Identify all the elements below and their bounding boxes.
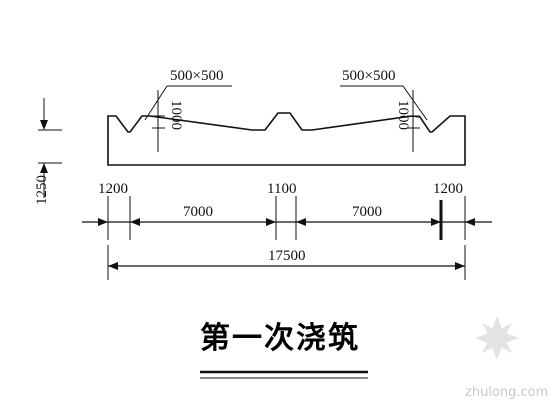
arrowhead [130,218,140,226]
chamfer-label-left: 500×500 [170,68,223,84]
vertical-dimension: 1250 [34,98,62,205]
arrowhead [98,218,108,226]
leader-line [402,85,428,121]
chamfer-label-right: 500×500 [342,68,395,84]
dim-seg3: 1100 [267,181,296,197]
title-text: 第一次浇筑 [200,321,360,356]
right-chamfer-callout: 500×500 1000 [340,68,428,152]
dim-seg2: 7000 [183,204,213,220]
arrowhead [266,218,276,226]
dimension-chain: 1200 7000 1100 7000 1200 [82,181,492,240]
arrowhead [431,218,441,226]
leader-line [144,85,168,121]
arrowhead [465,218,475,226]
watermark: zhulong.com [465,316,548,400]
arrowhead [40,163,48,173]
height-label-left: 1000 [168,100,184,130]
overall-dimension: 17500 [107,245,466,280]
watermark-text: zhulong.com [465,385,548,400]
drawing-title: 第一次浇筑 [200,321,368,379]
dim-seg5: 1200 [433,181,463,197]
dim-seg4: 7000 [352,204,382,220]
section-outline [107,112,466,166]
dim-total: 17500 [268,248,306,264]
dim-seg1: 1200 [98,181,128,197]
vertical-total-label: 1250 [34,175,50,205]
arrowhead [108,262,118,270]
watermark-logo-icon [475,316,519,360]
arrowhead [296,218,306,226]
height-label-right: 1000 [395,100,411,130]
arrowhead [40,120,48,130]
left-chamfer-callout: 500×500 1000 [144,68,232,152]
pour-profile [107,112,466,166]
arrowhead [455,262,465,270]
